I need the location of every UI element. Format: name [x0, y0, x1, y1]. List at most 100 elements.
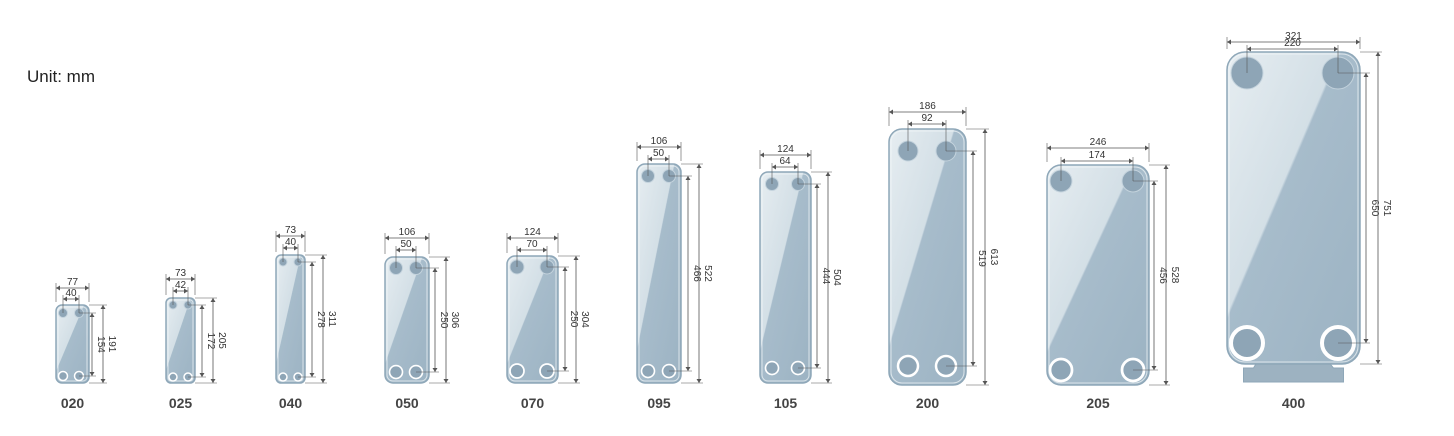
- width-dimension-line-arrow-right: [191, 276, 195, 282]
- port-spacing-h-line-arrow-right: [75, 296, 79, 302]
- model-label: 095: [647, 395, 671, 411]
- height-label: 504: [831, 269, 842, 286]
- width-label: 321: [1285, 31, 1302, 42]
- port-bottom: [509, 363, 525, 379]
- height-dimension-line-arrow-top: [320, 255, 326, 259]
- port-spacing-v-label: 154: [95, 336, 106, 353]
- port-spacing-v-line-arrow-bottom: [1151, 366, 1157, 370]
- port-spacing-h-label: 70: [526, 239, 538, 250]
- height-dimension-line-arrow-bottom: [320, 379, 326, 383]
- port-spacing-h-line-arrow-left: [772, 164, 776, 170]
- width-dimension-line-arrow-left: [166, 276, 170, 282]
- port-spacing-v-label: 250: [568, 311, 579, 328]
- width-label: 73: [285, 225, 297, 236]
- port-spacing-h-line-arrow-right: [665, 156, 669, 162]
- port-spacing-v-label: 466: [691, 265, 702, 282]
- port-spacing-v-label: 172: [205, 333, 216, 350]
- port-spacing-h-line-arrow-left: [63, 296, 67, 302]
- port-bottom: [640, 363, 656, 379]
- port-spacing-v-line-arrow-bottom: [970, 362, 976, 366]
- port-spacing-v-line-arrow-bottom: [199, 373, 205, 377]
- width-dimension-line-arrow-left: [889, 109, 893, 115]
- plate-highlight: [638, 165, 680, 382]
- plate-highlight: [890, 130, 965, 384]
- port-spacing-v-line-arrow-bottom: [309, 373, 315, 377]
- width-dimension-line-arrow-left: [56, 285, 60, 291]
- plate-highlight: [761, 173, 810, 382]
- port-spacing-v-label: 278: [315, 311, 326, 328]
- port-spacing-h-label: 40: [65, 288, 77, 299]
- height-label: 528: [1169, 267, 1180, 284]
- port-spacing-v-label: 444: [820, 268, 831, 285]
- height-label: 205: [216, 332, 227, 349]
- port-spacing-h-line-arrow-right: [1334, 46, 1338, 52]
- height-dimension-line-arrow-bottom: [100, 379, 106, 383]
- plate-body: [1226, 51, 1361, 365]
- height-dimension-line-arrow-bottom: [982, 381, 988, 385]
- width-label: 124: [524, 227, 541, 238]
- port-spacing-v-label: 519: [976, 250, 987, 267]
- width-dimension-line-arrow-right: [677, 144, 681, 150]
- height-label: 522: [702, 265, 713, 282]
- port-spacing-h-line-arrow-left: [908, 121, 912, 127]
- height-dimension-line-arrow-bottom: [210, 379, 216, 383]
- height-dimension-line-arrow-bottom: [696, 379, 702, 383]
- width-dimension-line-arrow-left: [385, 235, 389, 241]
- width-dimension-line-arrow-right: [85, 285, 89, 291]
- height-label: 304: [579, 311, 590, 328]
- port-spacing-h-line-arrow-left: [283, 245, 287, 251]
- port-bottom: [764, 360, 780, 376]
- height-dimension-line-arrow-top: [100, 305, 106, 309]
- port-spacing-v-line-arrow-top: [970, 151, 976, 155]
- height-dimension-line-arrow-top: [1375, 52, 1381, 56]
- port-spacing-h-label: 92: [921, 113, 933, 124]
- height-dimension-line-arrow-top: [573, 256, 579, 260]
- port-spacing-v-line-arrow-bottom: [685, 367, 691, 371]
- plate-highlight: [508, 257, 557, 382]
- height-label: 613: [988, 249, 999, 266]
- plate-body: [759, 171, 812, 384]
- plate-body: [165, 297, 196, 384]
- height-dimension-line-arrow-top: [210, 298, 216, 302]
- plate-highlight: [167, 299, 194, 382]
- port-spacing-h-label: 42: [175, 280, 187, 291]
- model-label: 025: [169, 395, 193, 411]
- width-dimension-line-arrow-right: [554, 235, 558, 241]
- port-spacing-v-label: 650: [1369, 200, 1380, 217]
- model-label: 020: [61, 395, 85, 411]
- width-dimension-line-arrow-right: [425, 235, 429, 241]
- port-spacing-v-line-arrow-bottom: [1363, 339, 1369, 343]
- port-spacing-v-line-arrow-bottom: [89, 372, 95, 376]
- width-dimension-line-arrow-left: [507, 235, 511, 241]
- port-bottom: [896, 354, 920, 378]
- height-dimension-line-arrow-top: [1163, 165, 1169, 169]
- port-spacing-v-line-arrow-top: [432, 268, 438, 272]
- model-label: 105: [774, 395, 798, 411]
- port-spacing-h-line-arrow-left: [173, 288, 177, 294]
- height-dimension-line-arrow-top: [696, 164, 702, 168]
- port-spacing-v-line-arrow-top: [814, 184, 820, 188]
- port-spacing-h-line-arrow-right: [543, 247, 547, 253]
- port-spacing-v-line-arrow-bottom: [562, 367, 568, 371]
- unit-label: Unit: mm: [27, 67, 95, 86]
- plate-body: [55, 304, 90, 384]
- width-dimension-line-arrow-left: [1047, 145, 1051, 151]
- height-dimension-line-arrow-bottom: [573, 379, 579, 383]
- plate-body: [384, 256, 430, 384]
- plate-highlight: [1048, 166, 1148, 384]
- height-label: 751: [1381, 200, 1392, 217]
- model-label: 070: [521, 395, 545, 411]
- port-bottom: [1048, 357, 1074, 383]
- port-spacing-v-line-arrow-top: [562, 267, 568, 271]
- port-bottom: [388, 364, 404, 380]
- model-label: 050: [395, 395, 419, 411]
- width-dimension-line-arrow-right: [1356, 39, 1360, 45]
